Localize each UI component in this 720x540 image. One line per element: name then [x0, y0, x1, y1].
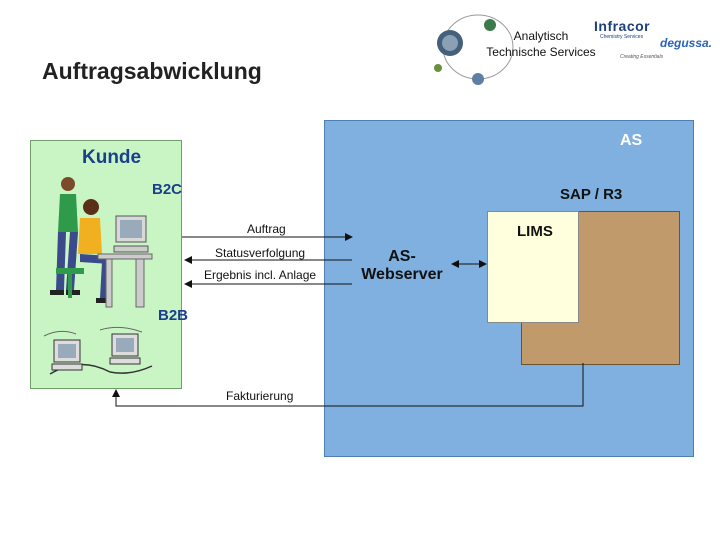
page-title: Auftragsabwicklung: [42, 58, 262, 84]
degussa-subtitle: Creating Essentials: [620, 54, 664, 60]
flow-auftrag-label: Auftrag: [247, 222, 286, 236]
arrow-fakturierung: [112, 363, 584, 407]
b2c-people-illustration-icon: [50, 177, 153, 308]
flow-ergebnis-label: Ergebnis incl. Anlage: [204, 268, 317, 282]
as-label: AS: [620, 132, 643, 149]
globe-logo-icon: [434, 14, 514, 85]
webserver-line-1: AS-: [388, 248, 416, 265]
infracor-subtitle: Chemistry Services: [600, 34, 644, 40]
b2b-label: B2B: [158, 307, 189, 324]
sap-label: SAP / R3: [560, 186, 623, 203]
webserver-label: AS- Webserver: [352, 248, 452, 284]
kunde-label: Kunde: [82, 147, 142, 168]
lims-label: LIMS: [517, 223, 553, 240]
lims-box: [487, 211, 579, 323]
service-line-2: Technische Services: [486, 45, 596, 59]
infracor-logo: Infracor: [594, 18, 651, 34]
b2b-computers-illustration-icon: [43, 326, 153, 375]
flow-status-label: Statusverfolgung: [215, 246, 306, 260]
b2c-label: B2C: [152, 181, 183, 198]
service-line-1: Analytisch: [513, 29, 569, 43]
degussa-logo: degussa.: [660, 36, 713, 50]
service-name: Analytisch Technische Services: [476, 28, 606, 60]
flow-faktur-label: Fakturierung: [226, 389, 294, 403]
webserver-line-2: Webserver: [361, 266, 443, 283]
